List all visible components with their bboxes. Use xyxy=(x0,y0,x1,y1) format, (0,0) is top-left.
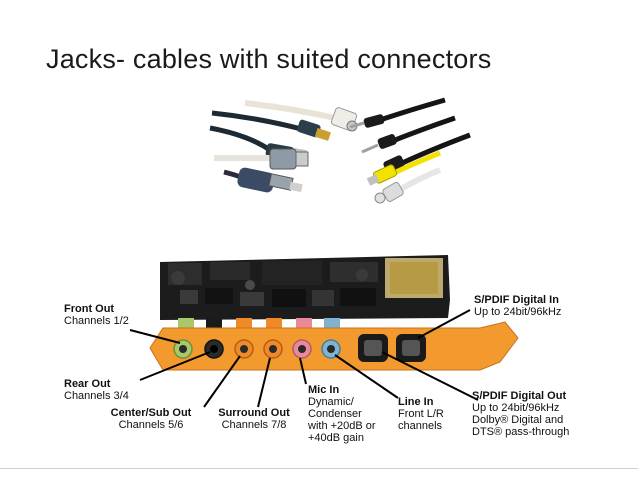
right-cable-group xyxy=(349,97,471,204)
footer-divider xyxy=(0,468,638,469)
jacks xyxy=(173,334,426,362)
left-cable-group xyxy=(209,100,358,193)
slide-title: Jacks- cables with suited connectors xyxy=(46,44,492,74)
callout-lines xyxy=(129,309,479,408)
callout-line-in: Line In Front L/R channels xyxy=(398,396,444,432)
callout-mic-in: Mic In Dynamic/ Condenser with +20dB or … xyxy=(308,384,376,444)
callout-spdif-out: S/PDIF Digital Out Up to 24bit/96kHz Dol… xyxy=(472,390,570,438)
